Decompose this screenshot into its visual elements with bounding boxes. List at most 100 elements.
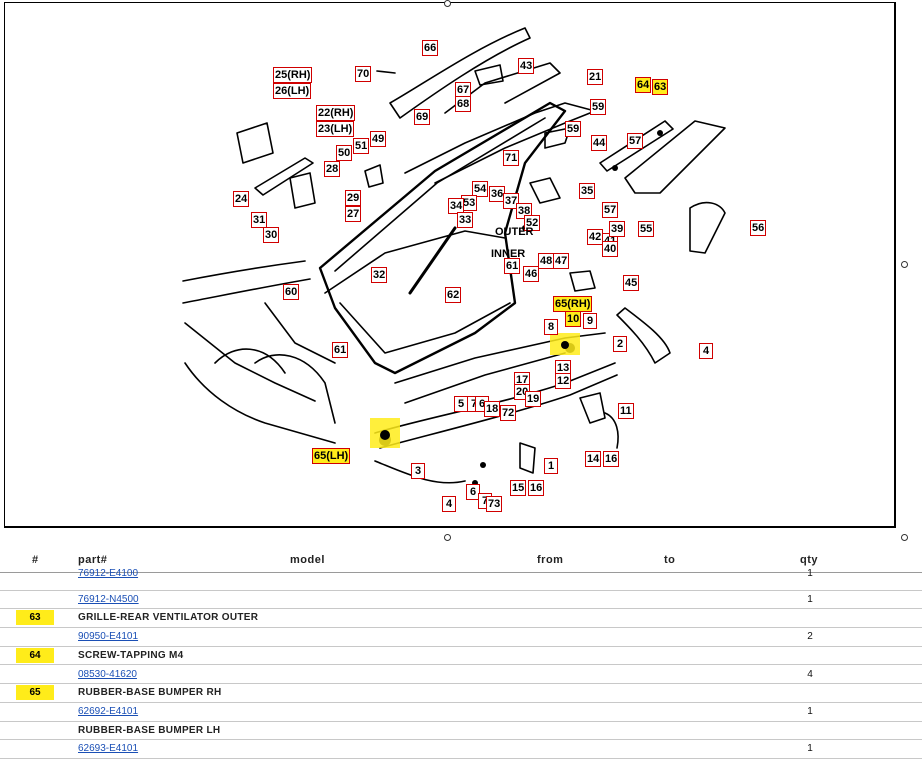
callout-label: 60: [283, 284, 300, 300]
part-number-link[interactable]: 90950-E4101: [78, 631, 139, 643]
callout-label: 35: [579, 183, 596, 199]
callout-label: 3: [411, 463, 425, 479]
callout-label: 59: [565, 121, 582, 137]
header-part: part#: [78, 554, 108, 566]
part-description: SCREW-TAPPING M4: [78, 649, 184, 661]
table-row: 64 SCREW-TAPPING M4: [0, 647, 922, 666]
table-row: RUBBER-BASE BUMPER LH: [0, 722, 922, 741]
diagram-drawing: [182, 27, 726, 486]
callout-label: 33: [457, 212, 474, 228]
callout-label: 22(RH): [316, 105, 356, 121]
callout-label: 34: [448, 198, 465, 214]
quantity-cell: 1: [807, 705, 813, 717]
callout-label: 40: [602, 241, 619, 257]
callout-label: 57: [602, 202, 619, 218]
callout-label: 16: [528, 480, 545, 496]
callout-label: 48: [538, 253, 555, 269]
resize-handle-corner[interactable]: [901, 534, 908, 541]
callout-label: 44: [591, 135, 608, 151]
resize-handle-bottom[interactable]: [444, 534, 451, 541]
callout-label: 49: [370, 131, 387, 147]
item-number: 65: [16, 685, 54, 701]
callout-label: 72: [500, 405, 517, 421]
resize-handle-top[interactable]: [444, 0, 451, 7]
callout-label: 61: [332, 342, 349, 358]
callout-label: 30: [263, 227, 280, 243]
quantity-cell: 2: [807, 631, 813, 643]
callout-label: 42: [587, 229, 604, 245]
callout-label: 47: [553, 253, 570, 269]
header-to: to: [664, 554, 676, 566]
callout-label: 37: [503, 193, 520, 209]
callout-label: 26(LH): [273, 83, 312, 99]
callout-label: 16: [603, 451, 620, 467]
part-description: RUBBER-BASE BUMPER LH: [78, 724, 221, 736]
quantity-cell: 1: [807, 568, 813, 579]
part-number-link[interactable]: 76912-E4100: [78, 568, 139, 579]
callout-label: 45: [623, 275, 640, 291]
table-row: 63 GRILLE-REAR VENTILATOR OUTER: [0, 609, 922, 629]
callout-label: 59: [590, 99, 607, 115]
callout-label: 65(LH): [312, 448, 351, 464]
header-qty: qty: [800, 554, 818, 566]
header-num: #: [32, 554, 39, 566]
callout-label: 32: [371, 267, 388, 283]
table-row: 76912-E4100 1: [0, 568, 922, 591]
item-number: 63: [16, 610, 54, 626]
callout-label: INNER: [491, 248, 526, 260]
item-number: 64: [16, 647, 54, 663]
callout-label: 8: [544, 319, 558, 335]
callout-label: 51: [353, 138, 370, 154]
callout-label: 4: [699, 343, 713, 359]
quantity-cell: 1: [807, 743, 813, 755]
part-description: GRILLE-REAR VENTILATOR OUTER: [78, 612, 259, 624]
part-number-link[interactable]: 62693-E4101: [78, 743, 139, 755]
callout-label: 71: [503, 150, 520, 166]
callout-label: 65(RH): [553, 296, 593, 312]
callout-label: 39: [609, 221, 626, 237]
table-header: # part# model from to qty: [0, 548, 922, 573]
callout-label: 57: [627, 133, 644, 149]
part-number-link[interactable]: 76912-N4500: [78, 593, 139, 605]
callout-label: 73: [486, 496, 503, 512]
callout-label: 2: [613, 336, 627, 352]
callout-label: 61: [504, 258, 521, 274]
header-model: model: [290, 554, 325, 566]
callout-label: 25(RH): [273, 67, 313, 83]
callout-label: 43: [518, 58, 535, 74]
callout-label: 46: [523, 266, 540, 282]
part-number-link[interactable]: 62692-E4101: [78, 705, 139, 717]
callout-label: 18: [484, 401, 501, 417]
callout-label: 6: [466, 484, 480, 500]
table-row: 62692-E4101 1: [0, 703, 922, 722]
callout-label: 70: [355, 66, 372, 82]
callout-label: 64: [635, 77, 652, 93]
callout-label: 53: [461, 195, 478, 211]
callout-label: 5: [454, 396, 468, 412]
callout-label: 23(LH): [316, 121, 355, 137]
callout-label: 50: [336, 145, 353, 161]
callout-label: 1: [544, 458, 558, 474]
callout-label: 10: [565, 311, 582, 327]
callout-label: 63: [652, 79, 669, 95]
callout-label: 15: [510, 480, 527, 496]
callout-label: 4: [442, 496, 456, 512]
callout-label: 19: [525, 391, 542, 407]
part-description: RUBBER-BASE BUMPER RH: [78, 687, 222, 699]
callout-label: 12: [555, 373, 572, 389]
callout-label: 54: [472, 181, 489, 197]
callout-label: 29: [345, 190, 362, 206]
part-number-link[interactable]: 08530-41620: [78, 668, 137, 680]
callout-label: 62: [445, 287, 462, 303]
resize-handle-right[interactable]: [901, 261, 908, 268]
callout-label: 14: [585, 451, 602, 467]
callout-label: 27: [345, 206, 362, 222]
callout-label: 31: [251, 212, 268, 228]
callout-label: 69: [414, 109, 431, 125]
callout-label: 56: [750, 220, 767, 236]
callout-label: 21: [587, 69, 604, 85]
